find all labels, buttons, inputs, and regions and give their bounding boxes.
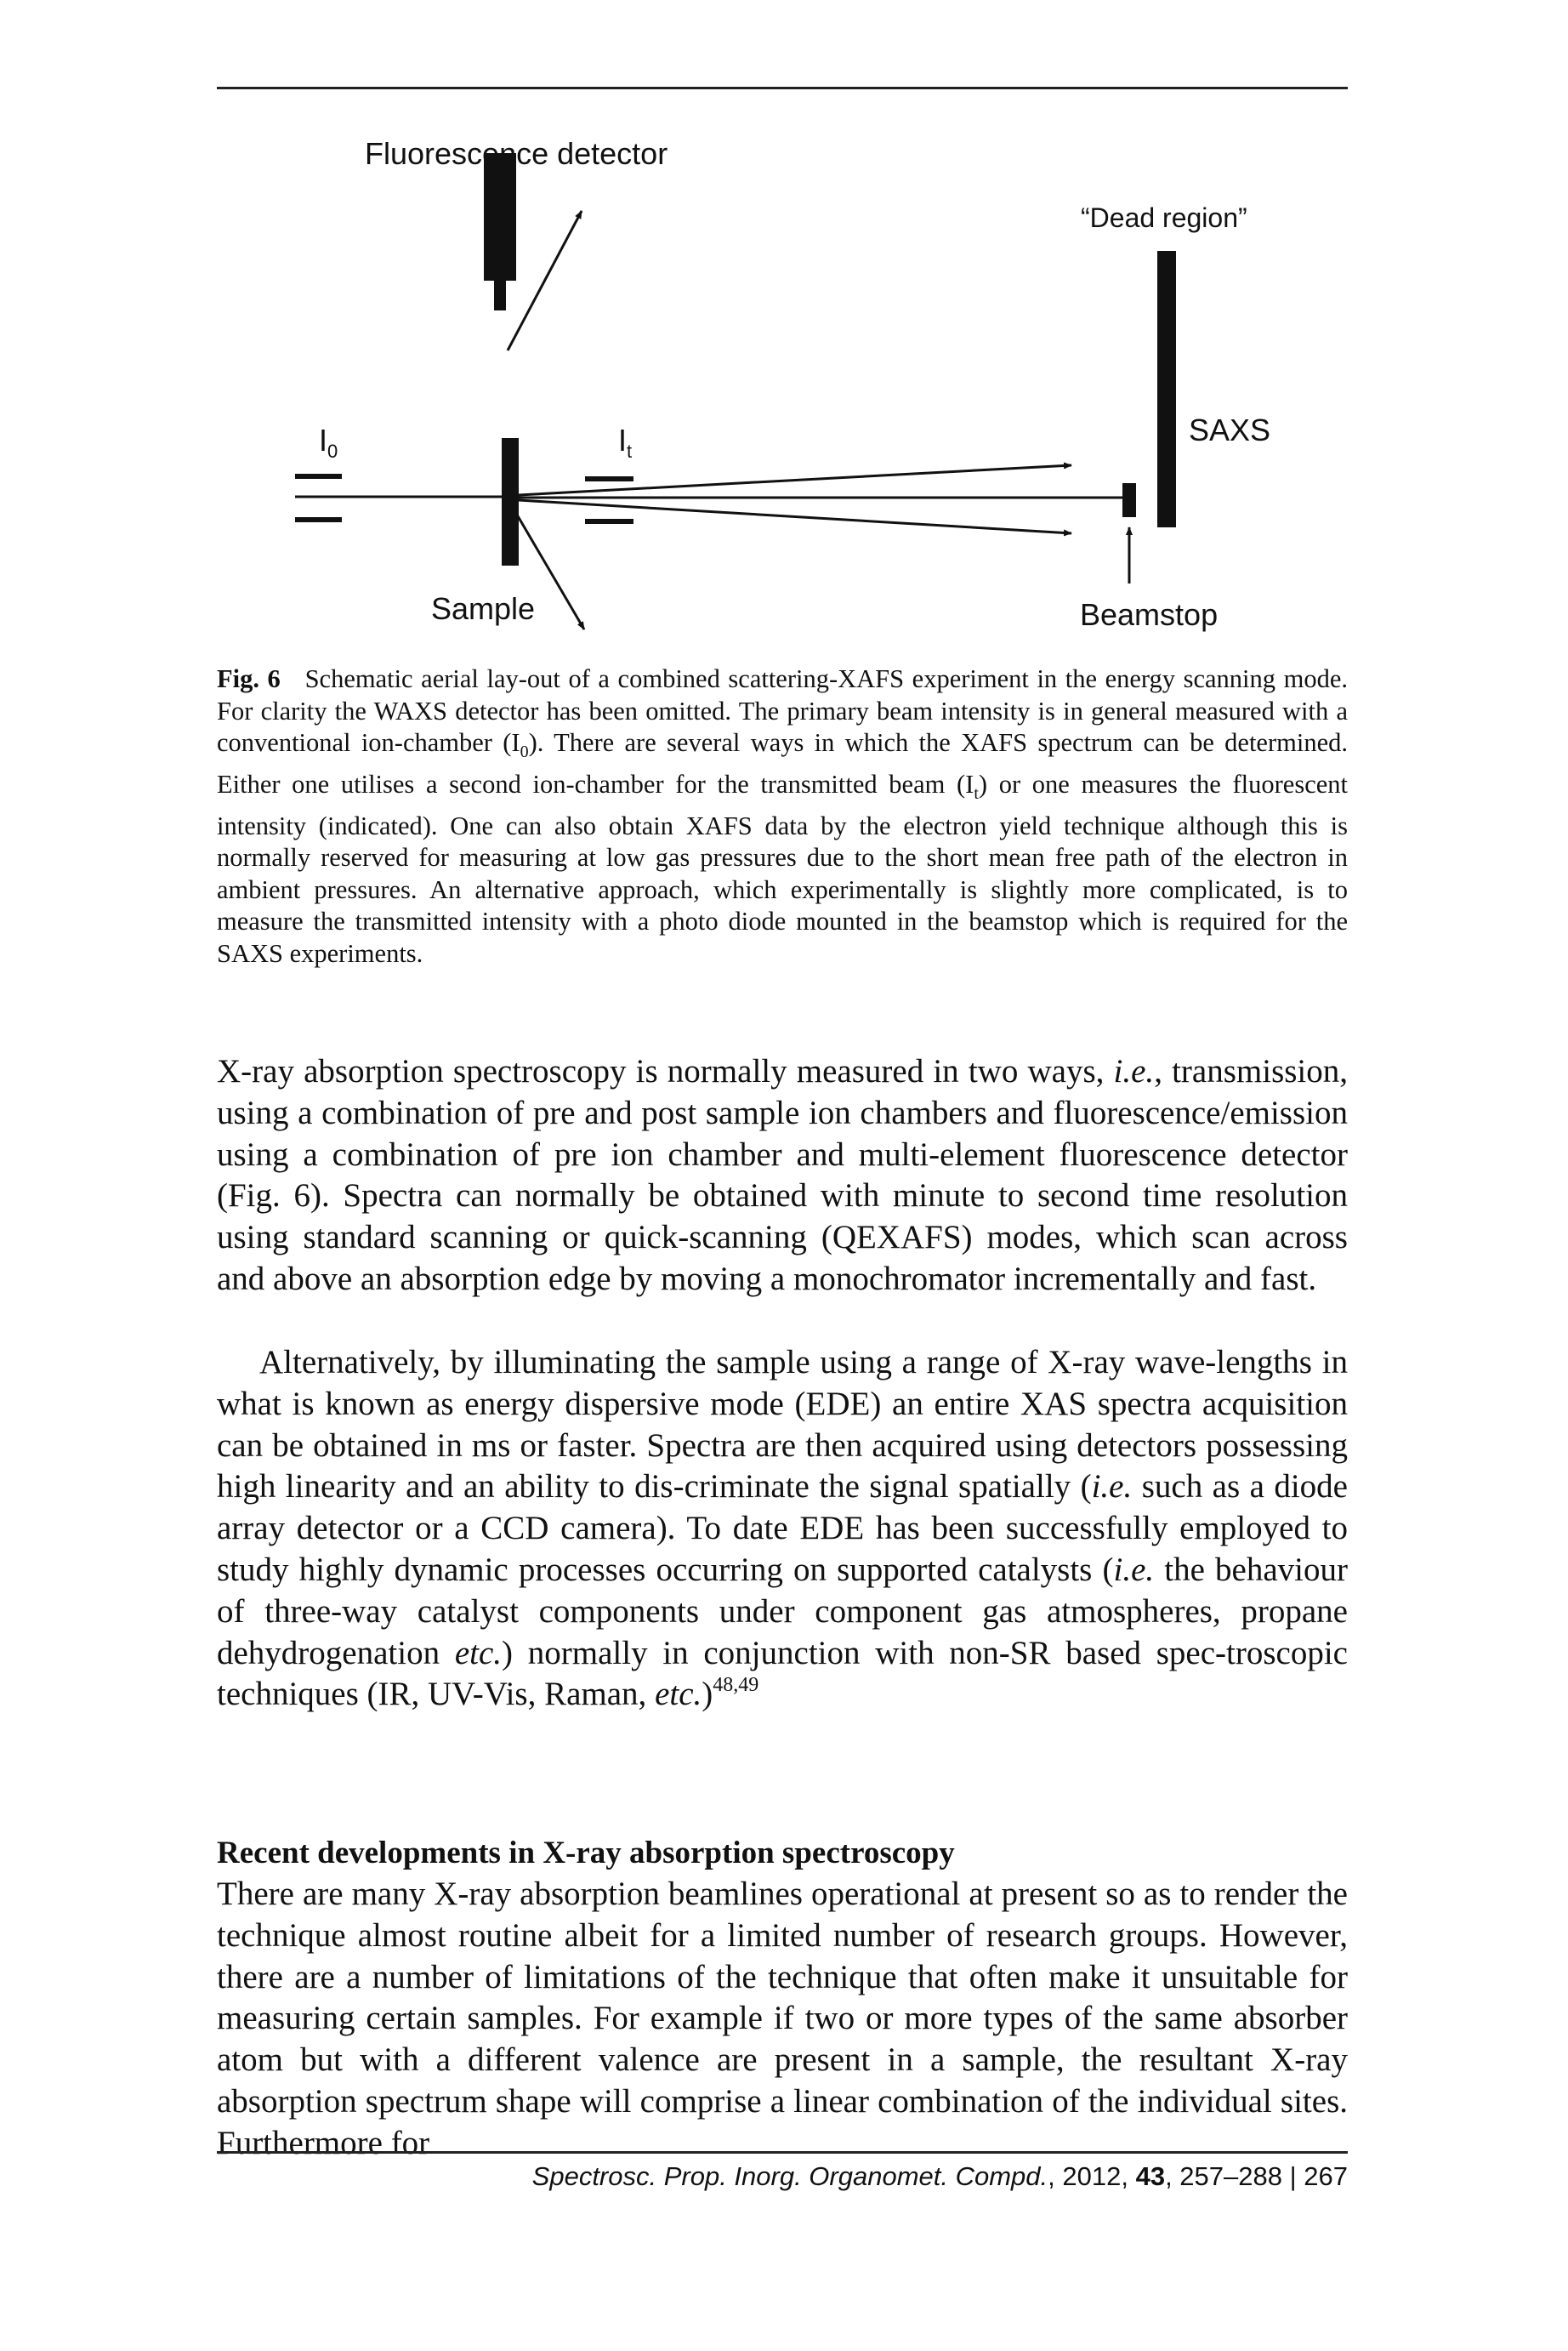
- schematic-diagram: [295, 153, 1176, 630]
- para1-ie: i.e.: [1113, 1053, 1155, 1090]
- i0-label-sub: 0: [327, 441, 338, 463]
- fluorescence-ray: [506, 210, 583, 351]
- section-recent-developments: Recent developments in X-ray absorption …: [217, 1833, 1348, 2165]
- page-footer: Spectrosc. Prop. Inorg. Organomet. Compd…: [217, 2161, 1348, 2192]
- para2-text-d: ) normally in conjunction with non-SR ba…: [217, 1634, 1348, 1713]
- i0-chamber-bottom: [295, 517, 342, 522]
- figure-6-schematic: Fluorescence detector “Dead region” I0 I…: [217, 111, 1348, 655]
- footer-rule: [217, 2151, 1348, 2154]
- caption-text-3: ) or one measures the fluorescent intens…: [217, 769, 1348, 968]
- footer-pages: , 257–288: [1165, 2161, 1282, 2191]
- footer-year: , 2012,: [1048, 2161, 1136, 2191]
- figure-caption-label: Fig. 6: [217, 664, 281, 693]
- fluorescence-detector-stem: [494, 281, 506, 310]
- para1-text-a: X-ray absorption spectroscopy is normall…: [217, 1053, 1114, 1090]
- footer-page-number: 267: [1304, 2161, 1348, 2191]
- caption-sub-1: 0: [520, 743, 529, 762]
- it-label-main: I: [618, 423, 628, 458]
- footer-separator: |: [1281, 2161, 1304, 2191]
- saxs-label: SAXS: [1189, 413, 1271, 447]
- body-paragraph-1: X-ray absorption spectroscopy is normall…: [217, 1051, 1348, 1301]
- para2-text-e: ): [702, 1676, 713, 1713]
- paragraph-2-text: Alternatively, by illuminating the sampl…: [217, 1342, 1348, 1716]
- it-chamber-top: [585, 476, 633, 481]
- sample-holder: [502, 438, 519, 566]
- paragraph-1-text: X-ray absorption spectroscopy is normall…: [217, 1051, 1348, 1301]
- fluorescence-detector-body: [484, 153, 516, 281]
- para2-text-c: the behaviour of three-way catalyst comp…: [217, 1551, 1348, 1671]
- sample-label: Sample: [431, 591, 536, 626]
- it-label-sub: t: [627, 441, 633, 463]
- para2-text-a: Alternatively, by illuminating the sampl…: [217, 1344, 1348, 1506]
- beamstop-label: Beamstop: [1080, 597, 1219, 632]
- scattered-beam-lower: [518, 498, 1072, 537]
- caption-text-2: ). There are several ways in which the X…: [217, 728, 1348, 799]
- it-label: It: [618, 425, 632, 461]
- beamstop-block: [1122, 483, 1136, 517]
- section-heading: Recent developments in X-ray absorption …: [217, 1836, 955, 1870]
- para2-ie-1: i.e.: [1091, 1468, 1133, 1506]
- fluorescence-detector-label: Fluorescence detector: [365, 136, 668, 171]
- para2-ie-2: i.e.: [1113, 1551, 1155, 1588]
- caption-sub-2: t: [974, 783, 979, 803]
- scattered-beam-upper: [518, 462, 1072, 497]
- caption-text-1: Schematic aerial lay-out of a combined s…: [217, 664, 1348, 758]
- reference-superscript: 48,49: [713, 1674, 759, 1697]
- footer-volume: 43: [1135, 2161, 1166, 2191]
- para2-etc-2: etc.: [655, 1676, 702, 1713]
- it-chamber-bottom: [585, 519, 633, 524]
- i0-chamber-top: [295, 474, 342, 479]
- i0-label: I0: [319, 425, 338, 461]
- section-paragraph: There are many X-ray absorption beamline…: [217, 1876, 1348, 2161]
- header-rule: [217, 87, 1348, 89]
- para2-text-b: such as a diode array detector or a CCD …: [217, 1468, 1348, 1588]
- dead-region-label: “Dead region”: [1081, 202, 1247, 233]
- para1-text-b: , transmission, using a combination of p…: [217, 1053, 1349, 1297]
- saxs-detector: [1157, 251, 1176, 527]
- para2-etc-1: etc.: [454, 1634, 503, 1671]
- i0-label-main: I: [319, 423, 328, 458]
- figure-caption: Fig. 6 Schematic aerial lay-out of a com…: [217, 663, 1348, 971]
- sample-scatter-ray: [513, 509, 586, 630]
- body-paragraph-2: Alternatively, by illuminating the sampl…: [217, 1342, 1348, 1716]
- footer-journal: Spectrosc. Prop. Inorg. Organomet. Compd…: [531, 2161, 1048, 2191]
